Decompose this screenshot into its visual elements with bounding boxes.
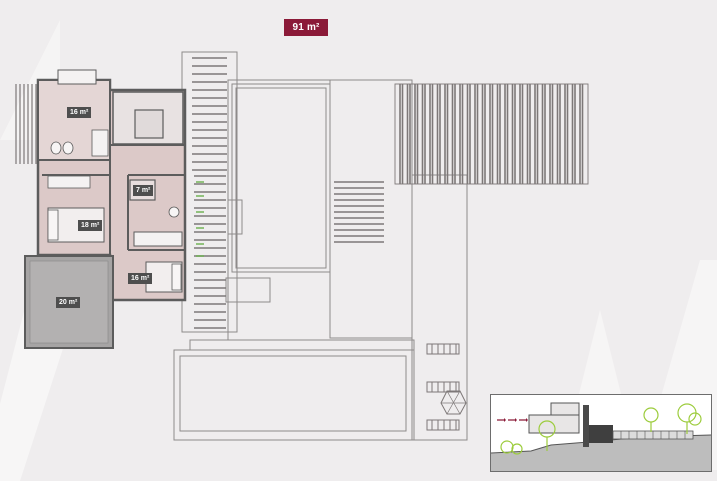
bathtub-2 <box>133 231 183 247</box>
room-label-bedroom-1: 18 m² <box>78 220 103 231</box>
toilet <box>50 141 62 155</box>
section-drawing <box>490 402 712 471</box>
section-trees <box>500 403 702 455</box>
bathtub <box>57 69 97 85</box>
room-label-bedroom-2: 16 m² <box>128 273 153 284</box>
side-walkway <box>411 174 468 441</box>
wardrobe <box>47 175 91 189</box>
shower <box>91 129 109 157</box>
pergola <box>394 83 589 185</box>
pool <box>231 83 331 273</box>
room-label-bathroom: 16 m² <box>67 107 92 118</box>
house-outline <box>173 51 468 441</box>
arrow-right-icon <box>497 418 528 422</box>
room-label-terrace: 20 m² <box>56 297 81 308</box>
highlighted-unit <box>36 69 187 302</box>
room-label-wc: 7 m² <box>133 185 154 196</box>
planter <box>196 181 204 257</box>
section-view <box>490 394 712 472</box>
section-house <box>528 414 580 434</box>
total-area-badge: 91 m² <box>284 19 328 36</box>
front-garden <box>173 349 415 441</box>
